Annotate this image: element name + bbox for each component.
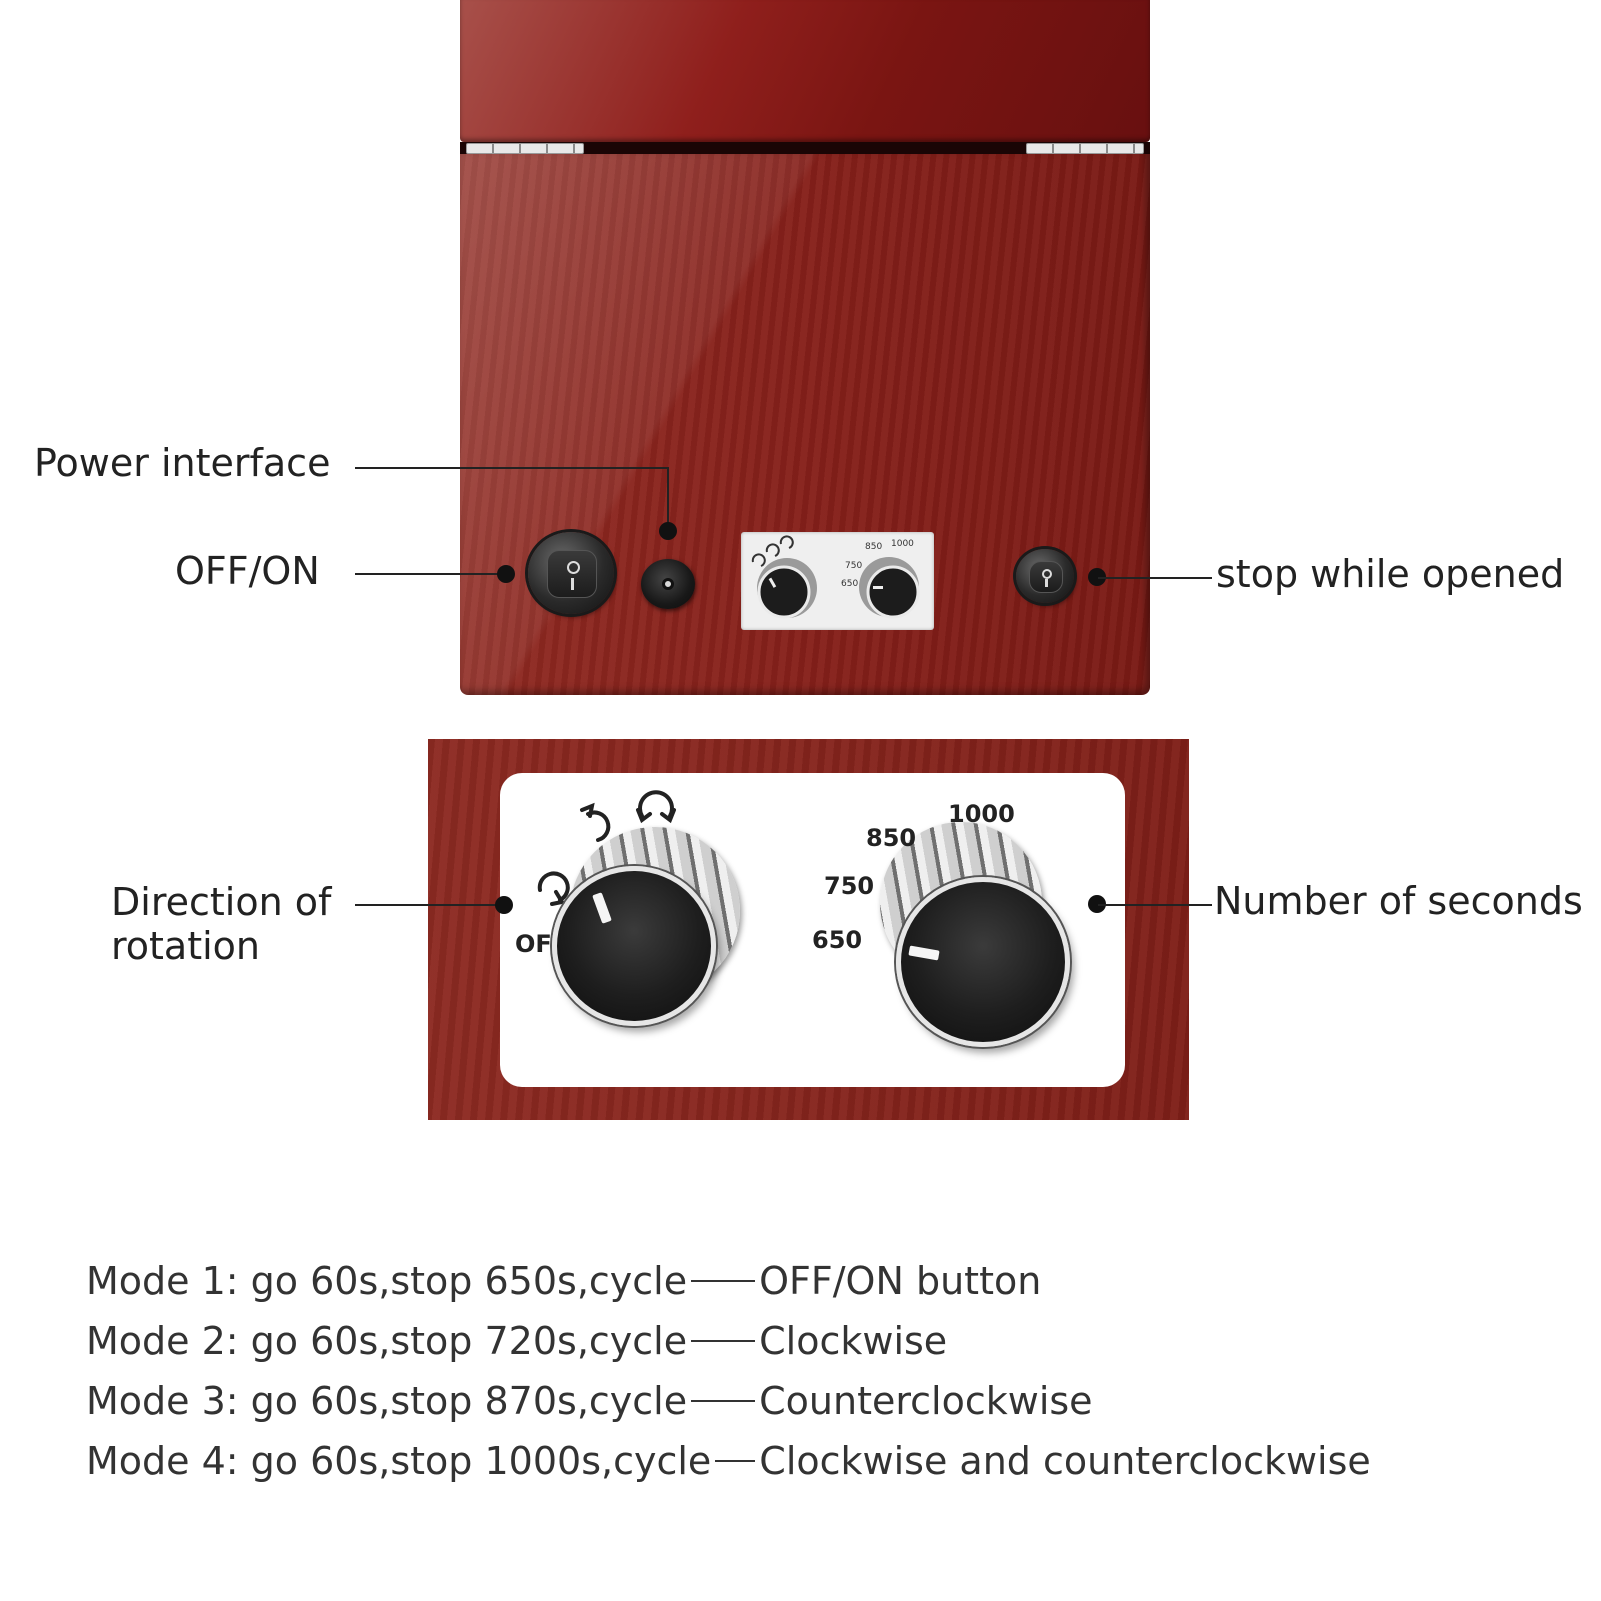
direction-icons [537,790,676,906]
direction-knob-pointer [592,892,612,924]
direction-of-rotation-knob[interactable] [552,866,716,1026]
small-knobs-illustration: 850 1000 750 650 [751,535,920,619]
mode-1-text: Mode 1: go 60s,stop 650s,cycle [86,1259,688,1303]
seconds-knob-pointer [908,945,940,961]
mode-row-2: Mode 2: go 60s,stop 720s,cycle Clockwise [86,1311,1371,1371]
lid-gap [460,142,1150,154]
leader-seconds [1098,904,1212,906]
direction-scale-off: OF [515,930,552,958]
svg-text:850: 850 [865,542,882,552]
bidirectional-arrow-icon [636,790,676,824]
callout-off-on: OFF/ON [175,549,320,593]
mode-1-dash [691,1280,756,1282]
clockwise-arrow-icon [751,553,766,567]
leader-power-interface-v [667,467,669,527]
mode-row-3: Mode 3: go 60s,stop 870s,cycle Countercl… [86,1371,1371,1431]
callout-direction-line-1: Direction of [111,880,332,924]
callout-dot-off-on [497,565,515,583]
callout-dot-power [659,522,677,540]
hinge-right [1026,143,1144,154]
mode-2-dash [691,1340,756,1342]
counterclockwise-arrow-icon [580,802,611,842]
callout-dot-direction [495,896,513,914]
rocker-switch-icon [546,550,598,598]
svg-text:750: 750 [845,561,862,571]
box-lid [460,0,1150,142]
power-interface-jack[interactable] [641,559,695,609]
callout-direction-line-2: rotation [111,923,261,968]
mode-3-dash [691,1400,756,1402]
mode-2-action: Clockwise [759,1319,948,1363]
seconds-scale-750: 750 [824,872,875,900]
rocker-switch-icon [1028,560,1064,594]
control-plate-small: 850 1000 750 650 [741,532,934,630]
seconds-scale-650: 650 [812,926,863,954]
stop-while-opened-switch[interactable] [1016,549,1074,603]
mode-4-text: Mode 4: go 60s,stop 1000s,cycle [86,1439,712,1483]
leader-direction [355,904,505,906]
seconds-scale-850: 850 [866,824,917,852]
power-jack-icon [662,578,674,590]
mode-3-text: Mode 3: go 60s,stop 870s,cycle [86,1379,688,1423]
leader-off-on [355,573,505,575]
callout-power-interface: Power interface [34,441,331,485]
number-of-seconds-knob[interactable] [896,877,1070,1047]
clockwise-arrow-icon [537,871,570,906]
mode-4-dash [715,1460,756,1462]
seconds-scale-1000: 1000 [948,800,1015,828]
modes-list: Mode 1: go 60s,stop 650s,cycle OFF/ON bu… [86,1251,1371,1491]
mode-row-1: Mode 1: go 60s,stop 650s,cycle OFF/ON bu… [86,1251,1371,1311]
mode-2-text: Mode 2: go 60s,stop 720s,cycle [86,1319,688,1363]
callout-stop-while-opened: stop while opened [1216,552,1565,596]
callout-dot-stop [1088,568,1106,586]
leader-stop-while-opened [1098,577,1212,579]
leader-power-interface-h [355,467,669,469]
mode-row-4: Mode 4: go 60s,stop 1000s,cycle Clockwis… [86,1431,1371,1491]
off-on-rocker-switch[interactable] [528,532,614,614]
callout-number-of-seconds: Number of seconds [1214,879,1583,923]
callout-dot-seconds [1088,895,1106,913]
callout-direction-of-rotation: Direction of rotation [111,880,332,968]
svg-text:650: 650 [841,579,858,589]
hinge-left [466,143,584,154]
mode-3-action: Counterclockwise [759,1379,1093,1423]
mode-4-action: Clockwise and counterclockwise [759,1439,1371,1483]
svg-text:1000: 1000 [891,539,914,549]
mode-1-action: OFF/ON button [759,1259,1042,1303]
